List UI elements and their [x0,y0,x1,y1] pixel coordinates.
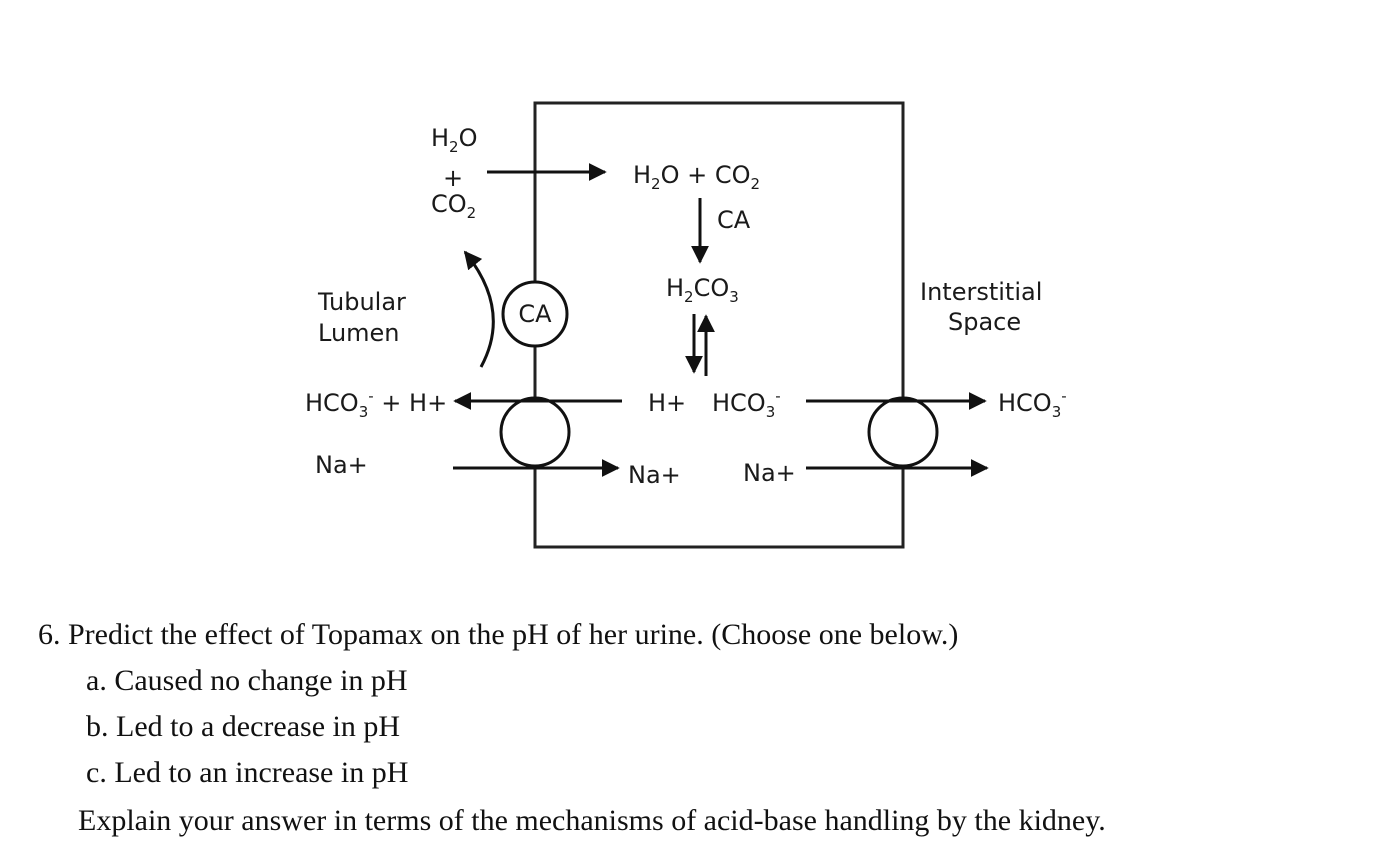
svg-text:H2O: H2O [431,124,477,156]
tubular-lumen-label-2: Lumen [318,319,400,347]
interstitial-label: Interstitial [920,278,1042,306]
renal-bicarbonate-diagram: CA H2O + CO2 H2O + CO2 CA H2CO3 Tubular … [305,101,1067,549]
apical-ca-circle [501,280,569,348]
interstitial-hco3: HCO3- [998,387,1067,421]
lumen-h2o-co2: H2O + CO2 [431,124,477,222]
question-block: 6. Predict the effect of Topamax on the … [38,612,1106,844]
interstitial-label-2: Space [948,308,1021,336]
tubular-lumen-label: Tubular [317,288,406,316]
option-c: c. Led to an increase in pH [86,756,409,789]
svg-text:+: + [443,164,463,192]
carbonic-acid: H2CO3 [666,274,739,306]
lumen-hco3-h: HCO3- + H+ [305,387,447,421]
explain-instruction: Explain your answer in terms of the mech… [78,804,1106,837]
apical-ca-label: CA [518,300,552,328]
question-prompt: 6. Predict the effect of Topamax on the … [38,618,959,651]
cell-hco3: HCO3- [712,387,781,421]
curved-ca-arrow [463,250,495,368]
apical-transporter [499,396,571,468]
option-b: b. Led to a decrease in pH [86,710,401,743]
cell-na-right: Na+ [743,459,796,487]
cell-h2o-co2: H2O + CO2 [633,161,760,193]
cytosolic-ca-label: CA [717,206,751,234]
basolateral-transporter [867,396,939,468]
lumen-na: Na+ [315,451,368,479]
cell-na-left: Na+ [628,461,681,489]
option-a: a. Caused no change in pH [86,664,408,697]
svg-text:CO2: CO2 [431,190,476,222]
cell-h-ion: H+ [648,389,686,417]
